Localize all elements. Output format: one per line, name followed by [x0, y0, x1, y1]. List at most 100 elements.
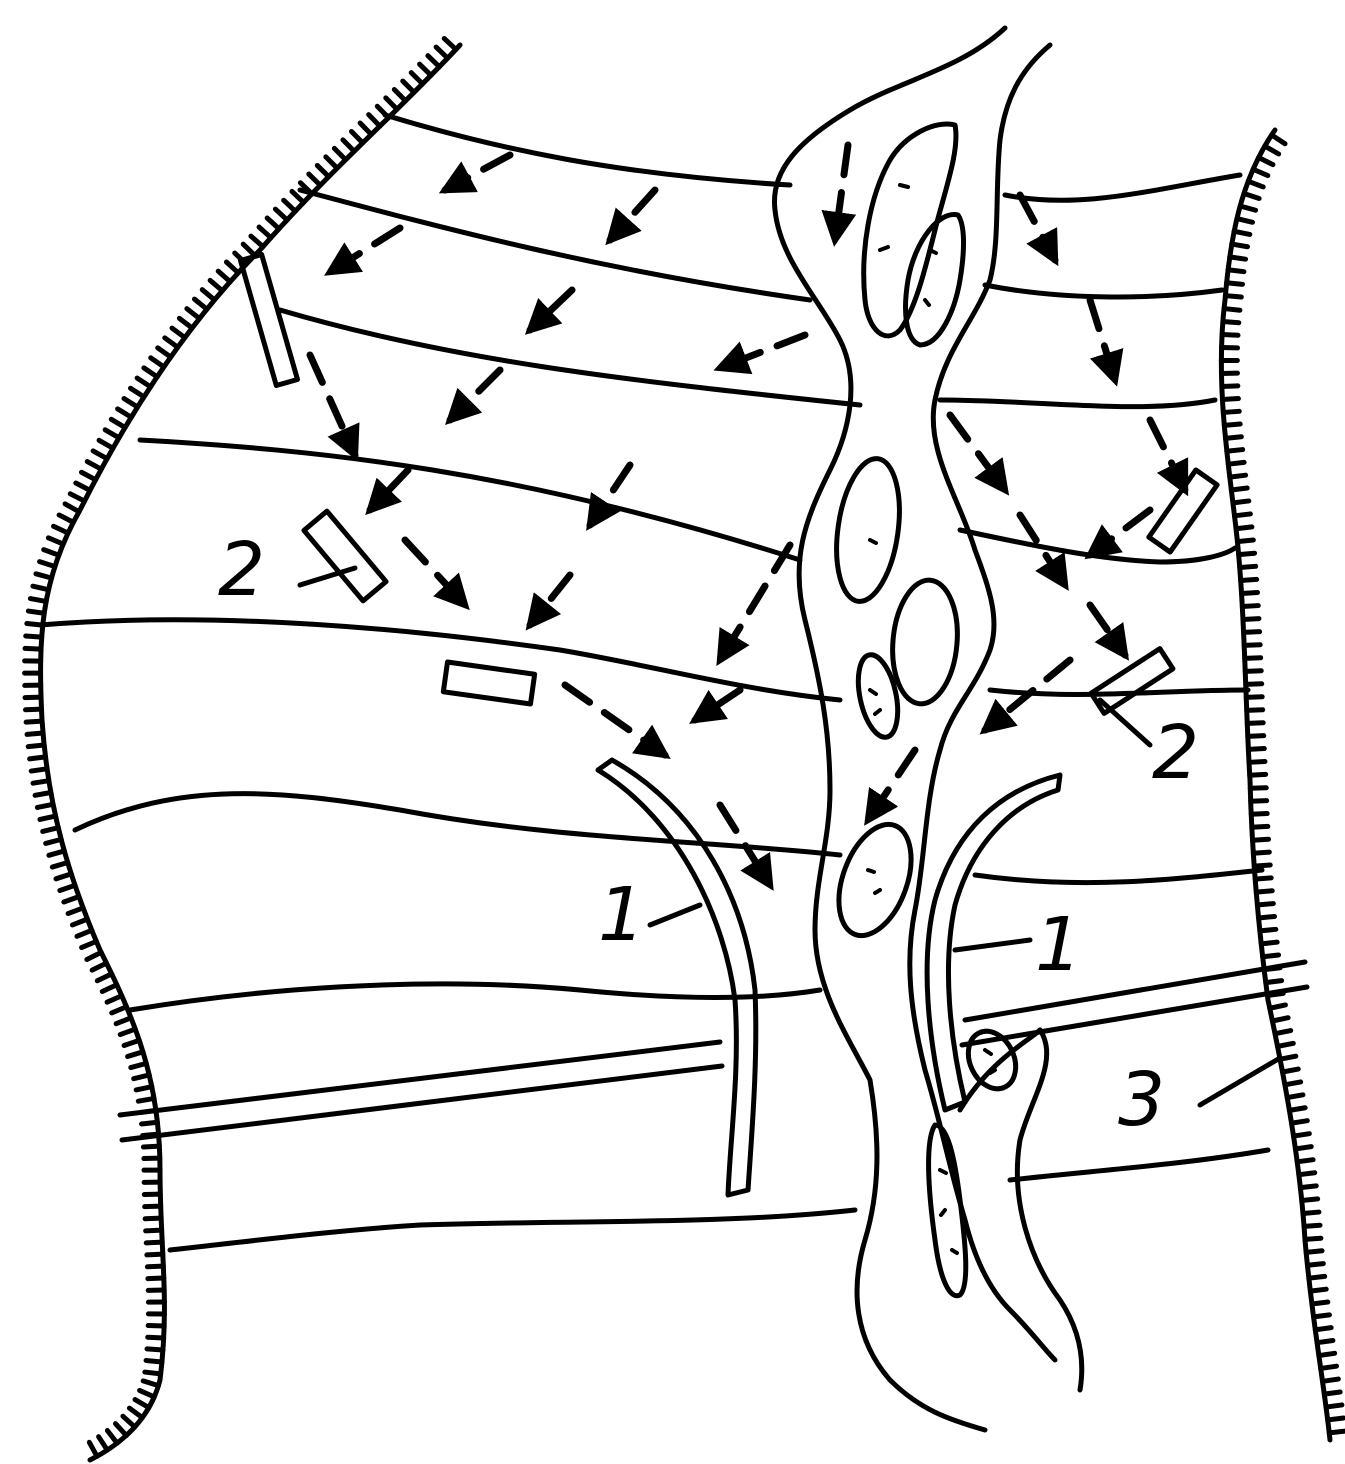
- slope-hatch-tick: [1249, 761, 1265, 762]
- label-one-right: 1: [1035, 902, 1082, 988]
- slope-hatch-tick: [1253, 852, 1269, 853]
- label-one-left: 1: [598, 872, 645, 958]
- slope-hatch-tick: [1294, 1134, 1310, 1136]
- leader-lines: [300, 568, 1280, 1105]
- slope-hatch-tick: [143, 1146, 159, 1147]
- slope-hatch-tick: [352, 131, 363, 142]
- slope-hatch-tick: [420, 64, 431, 75]
- slope-hatch-tick: [120, 1029, 135, 1034]
- slope-hatch-tick: [43, 828, 59, 832]
- slope-hatch-tick: [1259, 157, 1273, 164]
- slope-hatch-tick: [1245, 658, 1261, 659]
- slope-hatch-tick: [1303, 1212, 1319, 1213]
- slope-hatch-tick: [99, 1437, 108, 1450]
- slope-hatch-tick: [1283, 1069, 1299, 1072]
- slope-hatch-tick: [360, 123, 371, 134]
- slope-hatch-tick: [112, 1007, 127, 1013]
- slope-hatch-tick: [124, 399, 138, 407]
- slope-hatch-tick: [135, 1400, 149, 1408]
- slope-hatch-tick: [64, 897, 79, 902]
- slope-hatch-tick: [26, 721, 42, 722]
- slope-hatch-tick: [259, 227, 271, 238]
- slope-hatch-tick: [124, 1040, 139, 1045]
- slope-hatch-tick: [1222, 386, 1238, 387]
- slope-hatch-tick: [1233, 501, 1249, 503]
- slope-hatch-tick: [77, 930, 92, 936]
- slope-hatch-tick: [194, 299, 206, 309]
- slope-hatch-tick: [1321, 1366, 1337, 1368]
- slope-hatch-tick: [146, 1230, 162, 1231]
- slope-hatch-tick: [145, 1218, 161, 1219]
- slope-hatch-tick: [1251, 801, 1267, 802]
- slope-hatch-tick: [1315, 1328, 1331, 1330]
- slope-hatch-tick: [1237, 219, 1253, 223]
- slope-hatch-tick: [81, 472, 95, 480]
- slope-hatch-tick: [46, 839, 61, 843]
- slope-hatch-tick: [1230, 475, 1246, 477]
- slope-hatch-tick: [1222, 399, 1238, 400]
- slope-hatch-tick: [25, 648, 41, 649]
- right-slope-edge: [1221, 130, 1330, 1440]
- slope-hatch-tick: [1225, 437, 1241, 439]
- slope-hatch-tick: [1289, 1108, 1305, 1111]
- slope-hatch-tick: [27, 733, 43, 734]
- slope-hatch-tick: [1307, 1264, 1323, 1266]
- slope-hatch-tick: [31, 769, 47, 771]
- slope-hatch-tick: [1297, 1160, 1313, 1162]
- slope-hatch-tick: [1285, 1082, 1301, 1085]
- slope-hatch-tick: [202, 290, 214, 300]
- slope-hatch-tick: [123, 1416, 135, 1427]
- slope-hatch-tick: [65, 504, 79, 512]
- slope-hatch-tick: [146, 1242, 162, 1243]
- slope-hatch-tick: [1309, 1276, 1325, 1278]
- slope-hatch-tick: [44, 550, 59, 556]
- slope-hatch-tick: [1227, 450, 1243, 452]
- slope-hatch-tick: [1245, 671, 1261, 672]
- slope-hatch-tick: [243, 244, 254, 255]
- slope-hatch-tick: [403, 81, 414, 92]
- slope-hatch-tick: [436, 47, 448, 58]
- slope-hatch-tick: [1248, 181, 1263, 187]
- slope-hatch-tick: [146, 1360, 162, 1362]
- slope-hatch-tick: [30, 599, 46, 602]
- slope-hatch-tick: [1329, 1431, 1345, 1433]
- slope-hatch-tick: [1250, 774, 1266, 775]
- slope-hatch-tick: [116, 1018, 131, 1024]
- slope-hatch-tick: [99, 440, 113, 448]
- slope-hatch-tick: [334, 148, 345, 159]
- slope-hatch-tick: [275, 209, 287, 220]
- slope-hatch-tick: [1272, 135, 1285, 144]
- slope-hatch-tick: [70, 494, 84, 501]
- slope-hatch-tick: [1244, 632, 1260, 633]
- slope-hatch-tick: [48, 538, 63, 544]
- slope-hatch-tick: [1224, 309, 1240, 311]
- slope-hatch-tick: [326, 157, 337, 168]
- slope-hatch-tick: [107, 996, 122, 1002]
- slope-hatch-tick: [1326, 1405, 1342, 1407]
- slope-hatch-tick: [40, 816, 56, 819]
- slope-hatch-tick: [1300, 1186, 1316, 1188]
- flow-arrows: [310, 145, 1185, 885]
- slope-hatch-tick: [147, 1266, 163, 1267]
- slope-hatch-tick: [179, 318, 192, 328]
- slope-hatch-tick: [102, 985, 117, 992]
- slope-hatch-tick: [37, 804, 53, 807]
- slope-hatch-tick: [1248, 749, 1264, 750]
- slope-hatch-tick: [1310, 1289, 1326, 1291]
- slope-hatch-tick: [369, 115, 380, 126]
- slope-hatch-tick: [148, 1278, 164, 1279]
- slope-hatch-tick: [251, 236, 263, 247]
- slope-hatch-tick: [145, 1372, 161, 1374]
- slope-hatch-tick: [1259, 916, 1275, 918]
- slope-hatch-tick: [428, 56, 439, 67]
- slope-hatch-tick: [147, 1349, 163, 1350]
- right-slope-hatching: [1221, 135, 1345, 1433]
- slope-hatch-tick: [97, 974, 111, 981]
- slope-hatch-tick: [1232, 244, 1248, 247]
- slope-hatch-tick: [30, 757, 46, 759]
- slope-hatch-tick: [1324, 1392, 1340, 1394]
- river-channel: [774, 28, 1081, 1430]
- slope-hatch-tick: [1278, 1043, 1294, 1046]
- slope-hatch-tick: [1223, 411, 1239, 412]
